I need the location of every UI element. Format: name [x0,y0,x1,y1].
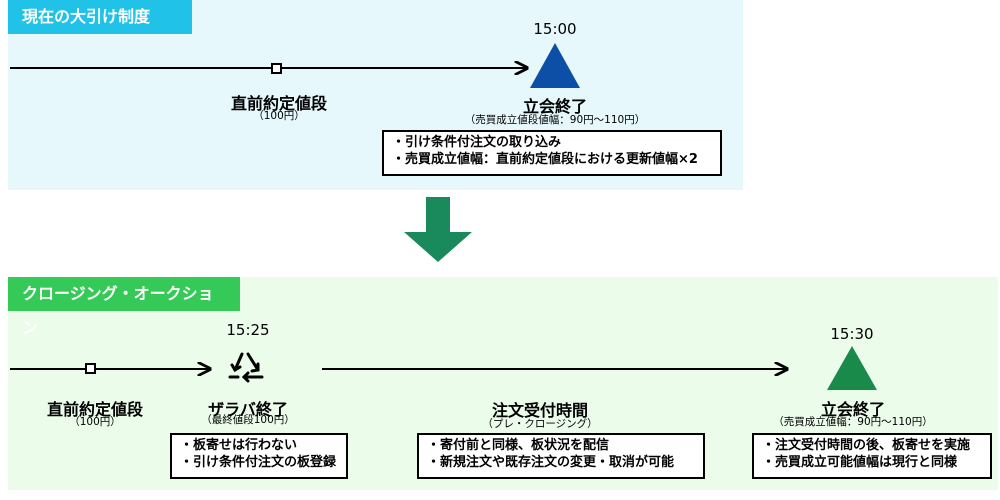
top-close-time: 15:00 [533,20,577,38]
accept-label: 注文受付時間 [491,401,588,420]
top-close-sub: （売買成立値段値幅：90円〜110円） [464,114,646,126]
price-square-icon [271,63,282,74]
zaraba-notes-box: ・板寄せは行わない ・引け条件付注文の板登録 [170,433,348,479]
accept-sub: （プレ・クロージング） [482,418,598,430]
bottom-close-label: 立会終了 [820,400,885,419]
note-line: ・注文受付時間の後、板寄せを実施 [762,438,971,453]
bottom-close-time: 15:30 [830,325,874,343]
close-notes-box: ・注文受付時間の後、板寄せを実施 ・売買成立可能値幅は現行と同様 [752,433,992,479]
top-close-label: 立会終了 [522,97,587,116]
note-line: ・引け条件付注文の板登録 [180,455,337,470]
note-line: ・新規注文や既存注文の変更・取消が可能 [427,455,675,470]
bottom-last-price-value: （100円） [69,416,121,428]
note-line: ・売買成立可能値幅は現行と同様 [762,455,958,470]
note-line: ・引け条件付注文の取り込み [392,135,562,150]
note-line: ・板寄せは行わない [180,438,298,453]
top-notes-box: ・引け条件付注文の取り込み ・売買成立値幅：直前約定値段における更新値幅×2 [382,130,722,176]
zaraba-label: ザラバ終了 [208,400,288,419]
zaraba-recycle-triangle-icon [228,352,264,383]
top-last-price-label: 直前約定値段 [230,94,327,113]
down-arrow-icon [404,197,472,262]
top-last-price-value: （100円） [253,110,305,122]
bottom-close-sub: （売買成立値幅：90円〜110円） [773,416,933,428]
current-system-title: 現在の大引け制度 [8,0,192,34]
zaraba-sub: （最終値段100円） [201,414,295,426]
close-triangle-icon [827,346,877,390]
note-line: ・寄付前と同様、板状況を配信 [427,438,610,453]
bottom-last-price-label: 直前約定値段 [46,400,143,419]
closing-auction-title: クロージング・オークション [8,277,240,337]
zaraba-time: 15:25 [226,321,270,339]
close-triangle-icon [530,43,580,88]
note-line: ・売買成立値幅：直前約定値段における更新値幅×2 [392,152,698,167]
accept-notes-box: ・寄付前と同様、板状況を配信 ・新規注文や既存注文の変更・取消が可能 [417,433,705,479]
price-square-icon [85,363,96,374]
